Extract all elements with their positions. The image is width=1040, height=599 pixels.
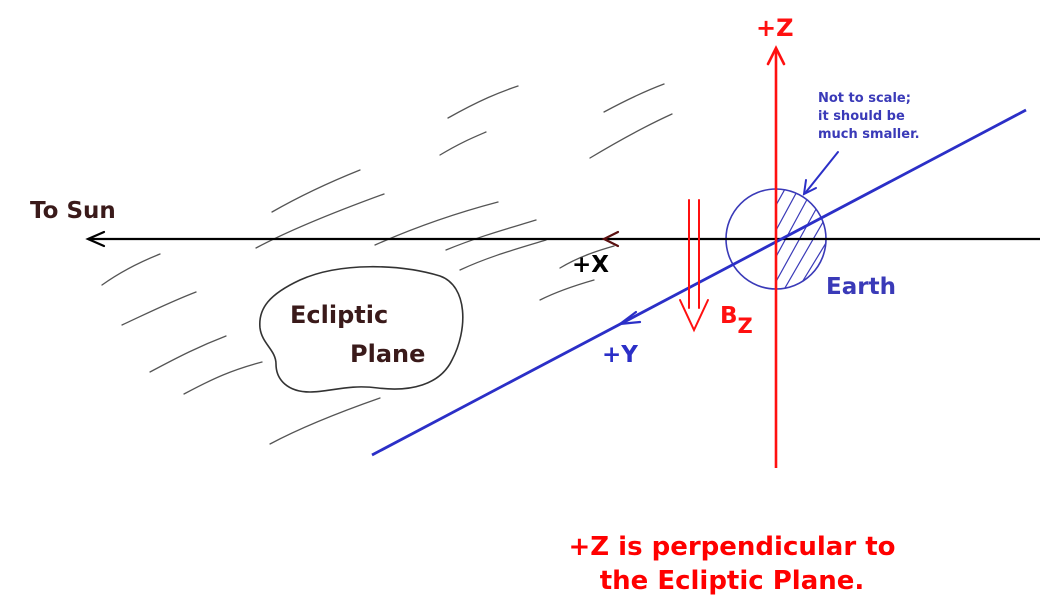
caption-line1: +Z is perpendicular to	[568, 532, 895, 562]
ecliptic-label-line1: Ecliptic	[290, 301, 388, 329]
plus-y-arrowhead	[616, 310, 642, 326]
plus-z-label: +Z	[756, 14, 794, 42]
bz-arrow	[679, 199, 709, 333]
note-line1: Not to scale;	[818, 91, 911, 106]
plus-x-label: +X	[572, 252, 609, 278]
bz-label: BZ	[720, 303, 753, 338]
caption-line2: the Ecliptic Plane.	[600, 566, 865, 596]
note-line2: it should be	[818, 109, 905, 124]
plus-y-label: +Y	[602, 342, 638, 368]
ecliptic-plane-hatching	[101, 83, 673, 445]
note-line3: much smaller.	[818, 127, 920, 142]
bz-subscript: Z	[738, 314, 753, 338]
note-pointer	[802, 151, 839, 196]
ecliptic-label-line2: Plane	[350, 340, 425, 368]
x-axis	[85, 230, 1040, 248]
to-sun-arrowhead	[85, 230, 106, 248]
plus-x-arrowhead	[601, 230, 620, 248]
earth-label: Earth	[826, 274, 896, 300]
bz-main: B	[720, 303, 738, 329]
z-axis	[766, 45, 786, 468]
to-sun-label: To Sun	[30, 198, 116, 224]
ecliptic-plane-outline	[259, 265, 464, 393]
plus-z-arrowhead	[766, 45, 786, 66]
